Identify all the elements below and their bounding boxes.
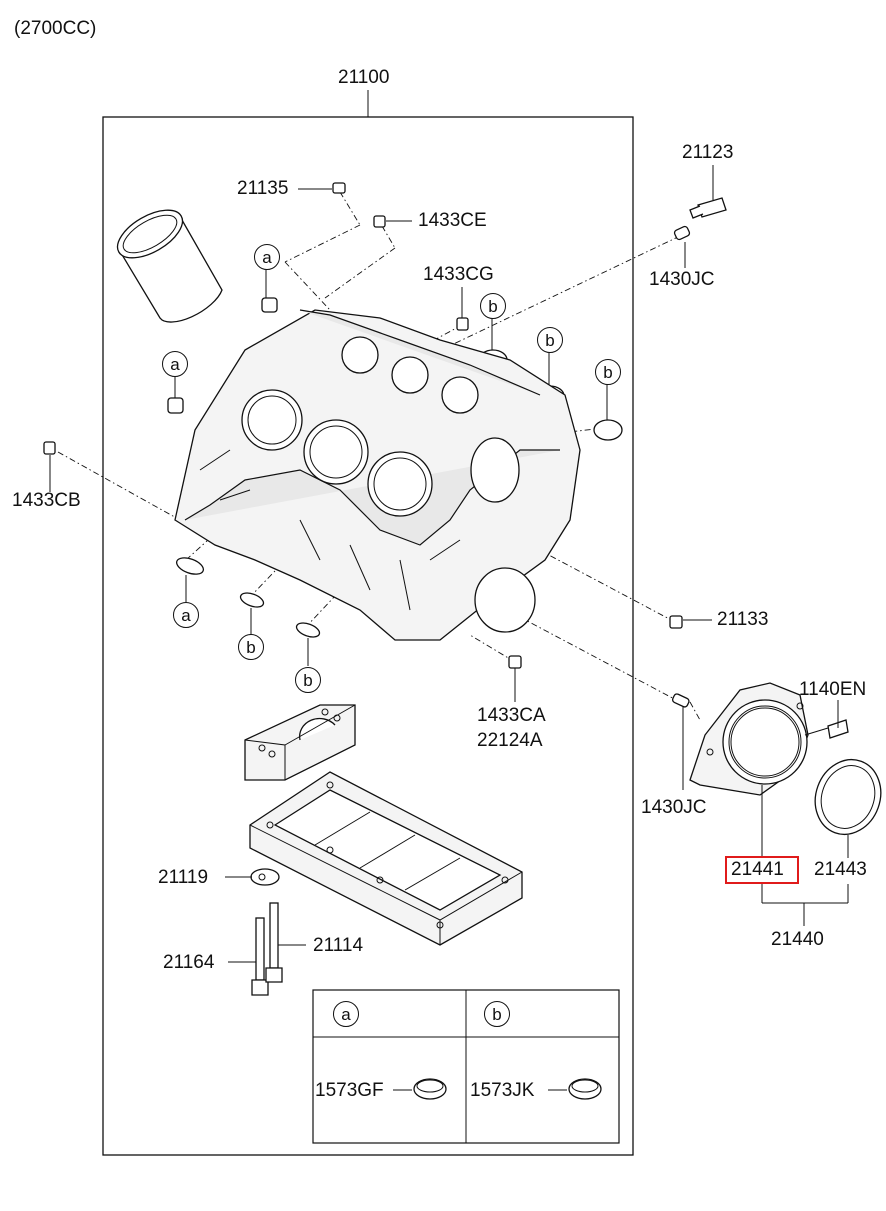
- part-label-21119: 21119: [158, 867, 209, 888]
- part-label-21441: 21441: [731, 859, 784, 880]
- part-label-21114: 21114: [313, 935, 364, 956]
- callout-b: b: [595, 359, 621, 385]
- legend-part-1573GF: 1573GF: [315, 1080, 384, 1101]
- highlight-box-21441: [725, 856, 799, 884]
- dowel-pin-icon: [671, 225, 691, 708]
- engine-displacement-label: (2700CC): [14, 18, 97, 39]
- part-label-22124A: 22124A: [477, 730, 543, 751]
- cylinder-liner-icon: [116, 209, 223, 323]
- o-ring-icon: [413, 1078, 602, 1100]
- callout-a: a: [162, 351, 188, 377]
- part-label-21133: 21133: [717, 609, 769, 630]
- legend-table: [312, 989, 620, 1144]
- part-label-21135: 21135: [237, 178, 289, 199]
- part-label-1433CB: 1433CB: [12, 490, 81, 511]
- callout-b: b: [537, 327, 563, 353]
- part-label-1433CE: 1433CE: [418, 210, 487, 231]
- part-label-21123: 21123: [682, 142, 734, 163]
- callout-b: b: [238, 634, 264, 660]
- part-label-21100: 21100: [338, 67, 390, 88]
- oil-seal-icon: [814, 759, 882, 835]
- part-label-1433CA: 1433CA: [477, 705, 546, 726]
- legend-part-1573JK: 1573JK: [470, 1080, 535, 1101]
- engine-block-icon: [174, 309, 581, 641]
- callout-a: a: [173, 602, 199, 628]
- legend-header-a: a: [333, 1001, 359, 1027]
- part-label-1433CG: 1433CG: [423, 264, 494, 285]
- callout-b: b: [480, 293, 506, 319]
- bolt-icon: [689, 197, 727, 219]
- callout-b: b: [295, 667, 321, 693]
- part-label-21164: 21164: [163, 952, 215, 973]
- part-label-1140EN: 1140EN: [799, 679, 867, 700]
- ladder-frame-icon: [249, 771, 523, 946]
- leader-lines: [49, 165, 849, 963]
- legend-header-b: b: [484, 1001, 510, 1027]
- part-label-21443: 21443: [814, 859, 867, 880]
- part-label-21440: 21440: [771, 929, 824, 950]
- rear-oil-seal-case-icon: [689, 682, 849, 796]
- part-label-1430JC-bottom: 1430JC: [641, 797, 707, 818]
- bearing-cap-icon: [244, 704, 356, 781]
- callout-a: a: [254, 244, 280, 270]
- bolt-icon: [250, 868, 283, 996]
- part-label-1430JC-top: 1430JC: [649, 269, 715, 290]
- o-ring-icon: [175, 557, 321, 638]
